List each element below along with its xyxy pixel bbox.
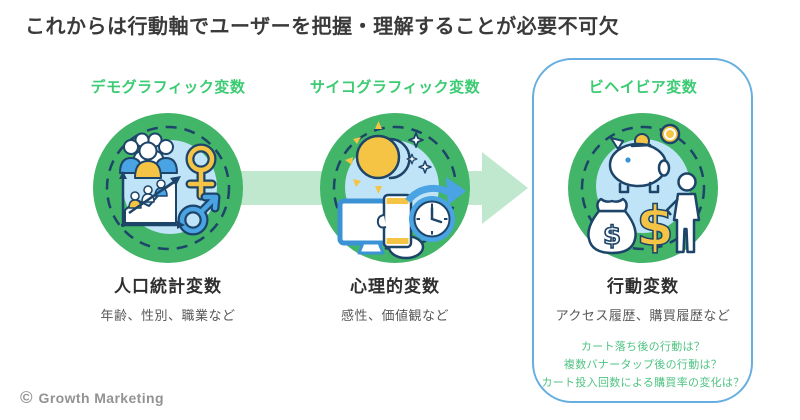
dashed-ring (105, 125, 231, 251)
coin-icon (659, 123, 681, 145)
psychographic-circle-illustration (320, 113, 470, 263)
brand-name: Growth Marketing (38, 389, 164, 406)
brand-logo: © Growth Marketing (20, 389, 164, 406)
people-group-icon (119, 132, 178, 179)
page-title: これからは行動軸でユーザーを把握・理解することが必要不可欠 (25, 16, 620, 38)
demographic-circle-illustration (93, 113, 243, 263)
phone-in-hand-icon (376, 193, 425, 260)
moon-stars-icon (345, 121, 432, 194)
behavior-highlight-box (532, 58, 753, 403)
dollar-sign-icon: $ (635, 194, 674, 259)
female-symbol-icon (185, 143, 217, 201)
column-sub-psychographic: 感性、価値観など (340, 308, 449, 323)
behavior-circle-illustration: $ $ (568, 113, 718, 263)
dashed-ring (580, 125, 706, 251)
male-symbol-icon (177, 192, 221, 236)
growth-chart-icon (119, 171, 185, 229)
column-sub-behavior: アクセス履歴、購買履歴など (555, 308, 731, 323)
svg-text:$: $ (603, 221, 621, 251)
behavior-question-2: 複数バナータップ後の行動は？ (563, 359, 723, 371)
column-heading-psychographic: 心理的変数 (350, 277, 440, 296)
svg-text:$: $ (636, 195, 674, 258)
column-heading-demographic: 人口統計変数 (114, 277, 222, 296)
clock-refresh-icon (405, 177, 466, 242)
column-label-behavior: ビヘイビア変数 (588, 79, 698, 96)
column-label-psychographic: サイコグラフィック変数 (309, 79, 481, 96)
behavior-question-1: カート落ち後の行動は？ (580, 341, 706, 353)
flow-arrow-head-icon (482, 152, 528, 224)
money-bag-icon: $ (587, 197, 637, 255)
person-icon (665, 172, 701, 254)
column-label-demographic: デモグラフィック変数 (90, 79, 246, 96)
piggy-bank-icon (608, 133, 671, 194)
behavior-questions: カート落ち後の行動は？ 複数バナータップ後の行動は？ カート投入回数による購買率… (533, 341, 753, 395)
behavior-question-3: カート投入回数による購買率の変化は？ (541, 377, 745, 389)
copyright-icon: © (20, 388, 33, 407)
column-heading-behavior: 行動変数 (607, 277, 679, 296)
column-sub-demographic: 年齢、性別、職業など (100, 308, 236, 323)
